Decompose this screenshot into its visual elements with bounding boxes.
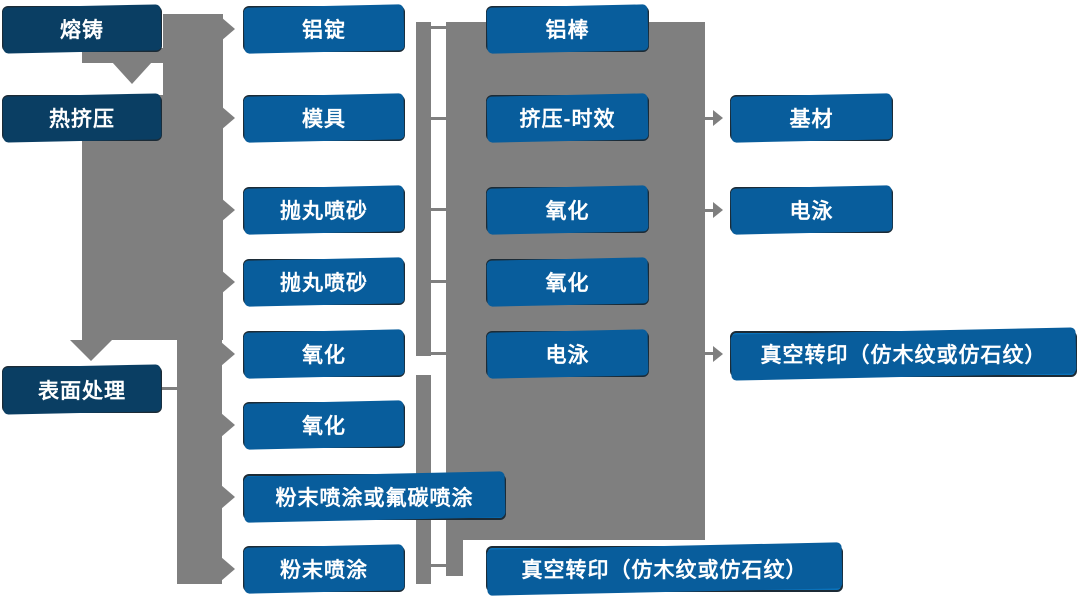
arrowhead-to-base-material xyxy=(713,110,723,126)
arrowhead-to-powder-coating xyxy=(221,557,235,581)
node-label: 电泳 xyxy=(545,344,590,367)
link-row-electrophoresis xyxy=(431,352,446,355)
arrowhead-to-electrophoresis-b xyxy=(713,202,723,218)
arrow-stem-to-base-material xyxy=(703,117,713,120)
node-label: 抛丸喷砂 xyxy=(280,200,368,223)
node-hot-extrusion: 热挤压 xyxy=(2,95,162,141)
node-vacuum-transfer-print-a: 真空转印（仿木纹或仿石纹） xyxy=(486,546,843,592)
node-extrusion-aging: 挤压-时效 xyxy=(486,95,649,141)
arrowhead-to-shot-blast-1 xyxy=(221,198,235,222)
node-oxidation-d: 氧化 xyxy=(486,259,649,305)
link-row-oxidation-c xyxy=(431,208,446,211)
node-oxidation-a: 氧化 xyxy=(243,331,405,377)
connector-left-bus-right-column xyxy=(163,14,223,340)
node-label: 基材 xyxy=(789,108,834,131)
connector-mid-band-upper xyxy=(416,22,431,356)
arrow-stem-to-vacuum-transfer-b xyxy=(703,352,713,355)
node-shot-blast-2: 抛丸喷砂 xyxy=(243,259,405,305)
node-mold: 模具 xyxy=(243,95,405,141)
connector-surface-treatment-link xyxy=(162,387,178,390)
node-label: 挤压-时效 xyxy=(519,108,616,131)
node-surface-treatment: 表面处理 xyxy=(2,366,162,413)
node-base-material: 基材 xyxy=(730,95,893,141)
node-label: 熔铸 xyxy=(60,19,104,42)
node-electrophoresis-a: 电泳 xyxy=(486,331,649,377)
node-label: 真空转印（仿木纹或仿石纹） xyxy=(521,559,808,582)
link-row-extrusion-aging xyxy=(431,117,446,120)
node-oxidation-b: 氧化 xyxy=(243,402,405,448)
node-label: 真空转印（仿木纹或仿石纹） xyxy=(760,344,1047,367)
arrowhead-to-aluminum-ingot xyxy=(221,17,235,41)
node-label: 铝棒 xyxy=(545,19,590,42)
node-label: 粉末喷涂 xyxy=(280,559,368,582)
node-label: 模具 xyxy=(302,108,346,131)
node-electrophoresis-b: 电泳 xyxy=(730,187,893,233)
arrowhead-to-oxidation-a xyxy=(221,342,235,366)
arrow-stem-to-electrophoresis-b xyxy=(703,209,713,212)
arrowhead-down-to-hot-extrusion xyxy=(112,62,152,84)
node-label: 氧化 xyxy=(545,200,590,223)
connector-column3-block-foot xyxy=(446,540,463,576)
node-label: 氧化 xyxy=(302,344,346,367)
node-label: 电泳 xyxy=(789,200,834,223)
node-powder-coating: 粉末喷涂 xyxy=(243,546,405,592)
node-label: 氧化 xyxy=(545,272,590,295)
node-label: 热挤压 xyxy=(49,108,115,131)
link-row-oxidation-d xyxy=(431,280,446,283)
arrowhead-down-to-surface-treatment xyxy=(70,340,112,361)
arrowhead-to-oxidation-b xyxy=(221,413,235,437)
node-oxidation-c: 氧化 xyxy=(486,187,649,233)
node-label: 粉末喷涂或氟碳喷涂 xyxy=(275,487,474,510)
node-powder-or-fluorocarbon-coating: 粉末喷涂或氟碳喷涂 xyxy=(243,474,506,520)
node-label: 氧化 xyxy=(302,415,346,438)
node-melt-casting: 熔铸 xyxy=(2,6,162,52)
node-vacuum-transfer-print-b: 真空转印（仿木纹或仿石纹） xyxy=(730,331,1077,377)
node-label: 铝锭 xyxy=(302,19,346,42)
node-shot-blast-1: 抛丸喷砂 xyxy=(243,187,405,233)
arrowhead-to-powder-fluorocarbon xyxy=(221,485,235,509)
arrowhead-to-vacuum-transfer-b xyxy=(713,346,723,362)
link-row-aluminum-rod xyxy=(431,26,446,29)
node-aluminum-ingot: 铝锭 xyxy=(243,6,405,52)
node-label: 抛丸喷砂 xyxy=(280,272,368,295)
arrowhead-to-shot-blast-2 xyxy=(221,270,235,294)
connector-lower-left-bus xyxy=(177,340,222,584)
node-aluminum-rod: 铝棒 xyxy=(486,6,649,52)
node-label: 表面处理 xyxy=(38,379,126,403)
arrowhead-to-mold xyxy=(221,106,235,130)
